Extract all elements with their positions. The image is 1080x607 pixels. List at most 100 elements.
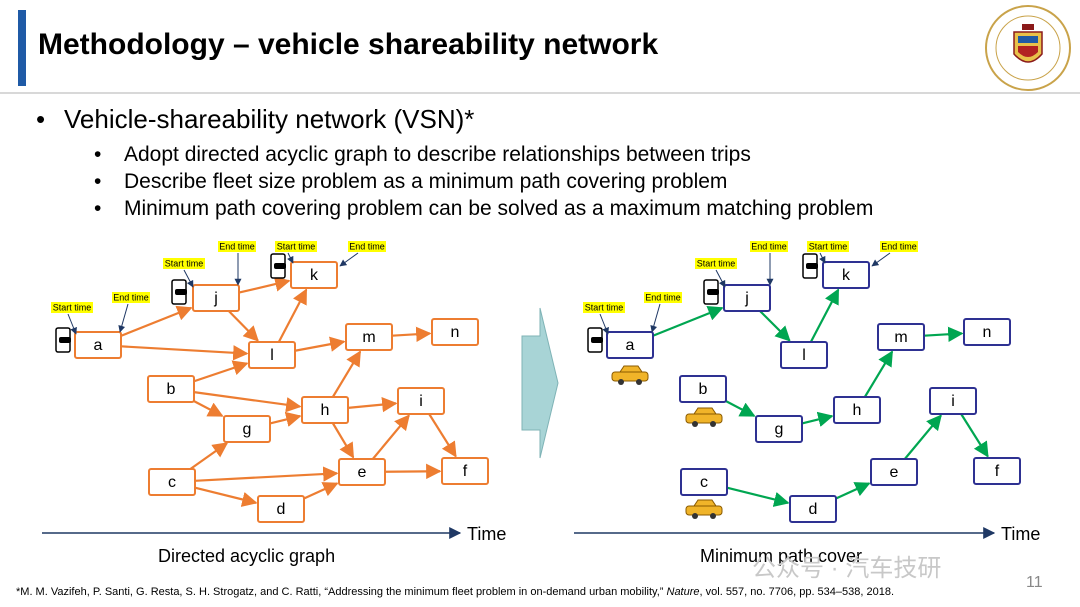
right-edge-j-l [759,310,791,342]
page-number: 11 [1026,574,1043,591]
right-edge-l-k [809,288,840,343]
left-node-label: d [277,501,286,518]
right-edge-e-i [903,414,942,460]
left-edge-c-e [194,466,339,482]
left-node-label: n [451,324,460,341]
right-annotations: Start time End time Start time End time … [583,241,918,335]
left-edge-h-e [331,422,355,459]
left-node-label: c [168,474,176,491]
right-edge-b-g [725,400,756,417]
right-node-f: f [973,457,1021,485]
left-node-label: k [310,267,319,284]
right-node-label: m [894,329,907,346]
end-time-label: End time [349,241,385,251]
left-edge-b-l [193,360,249,383]
right-node-i: i [929,387,977,415]
header-divider [0,92,1080,94]
sub-bullet: •Adopt directed acyclic graph to describ… [94,143,751,166]
left-node-label: h [321,402,330,419]
title-accent-bar [18,10,26,86]
end-time-label: End time [751,241,787,251]
left-edge-l-k [277,288,308,343]
left-node-l: l [248,341,296,369]
right-node-label: i [951,393,955,410]
right-node-label: k [842,267,851,284]
right-node-label: a [626,337,635,354]
left-node-label: f [463,463,468,480]
left-edge-i-f [428,413,457,458]
left-node-f: f [441,457,489,485]
right-node-l: l [780,341,828,369]
left-node-m: m [345,323,393,351]
university-logo [985,5,1071,91]
left-node-n: n [431,318,479,346]
right-node-k: k [822,261,870,289]
bullet-icon: • [36,104,46,134]
taxi-icon [685,407,723,427]
left-node-label: j [213,290,218,307]
right-edge-i-f [960,413,989,458]
bullet-icon: • [94,170,102,193]
left-graph-caption: Directed acyclic graph [158,546,336,566]
right-node-label: j [744,290,749,307]
right-time-label: Time [1001,524,1040,544]
right-node-d: d [789,495,837,523]
left-edge-h-i [347,396,398,413]
left-node-i: i [397,387,445,415]
left-node-label: m [362,329,375,346]
left-node-label: e [358,464,367,481]
right-node-label: h [853,402,862,419]
page-title: Methodology – vehicle shareability netwo… [38,28,659,61]
left-graph-nodes: a j k l m n b h i g c e f d [74,261,489,523]
left-node-label: g [243,421,252,438]
phone-car-icon [587,327,603,353]
start-time-label: Start time [809,241,848,251]
left-edge-e-f [384,463,442,480]
start-time-label: Start time [585,302,624,312]
watermark: 公众号 · 汽车技研 [752,555,942,582]
right-node-e: e [870,458,918,486]
right-node-h: h [833,396,881,424]
left-edge-c-d [194,486,258,507]
right-node-label: e [890,464,899,481]
right-node-a: a [606,331,654,359]
end-time-label: End time [113,292,149,302]
right-edge-c-d [726,486,790,507]
right-node-label: n [983,324,992,341]
end-time-label: End time [219,241,255,251]
left-edge-a-j [120,305,193,337]
phone-car-icon [703,279,719,305]
right-node-b: b [679,375,727,403]
right-edge-h-m [863,350,894,398]
left-node-h: h [301,396,349,424]
right-edge-m-n [923,326,964,342]
right-node-label: g [775,421,784,438]
left-edge-l-m [294,336,346,352]
right-node-label: f [995,463,1000,480]
right-node-g: g [755,415,803,443]
left-edge-b-h [193,391,302,413]
left-node-label: b [167,381,176,398]
left-node-label: i [419,393,423,410]
left-edge-c-g [189,442,229,470]
left-node-k: k [290,261,338,289]
bullet-icon: • [94,143,102,166]
end-time-label: End time [645,292,681,302]
left-edge-h-m [331,350,362,398]
taxi-icon [611,365,649,385]
right-node-j: j [723,284,771,312]
taxi-icon [685,499,723,519]
right-edge-d-e [835,482,871,500]
left-edge-m-n [391,326,432,342]
right-node-m: m [877,323,925,351]
main-bullet: •Vehicle-shareability network (VSN)* [36,104,475,134]
right-node-label: l [802,347,806,364]
left-node-label: a [94,337,103,354]
left-edge-e-i [371,414,410,460]
phone-car-icon [270,253,286,279]
transition-arrow [521,307,559,459]
left-graph-edges [120,276,457,507]
left-node-e: e [338,458,386,486]
start-time-label: Start time [53,302,92,312]
